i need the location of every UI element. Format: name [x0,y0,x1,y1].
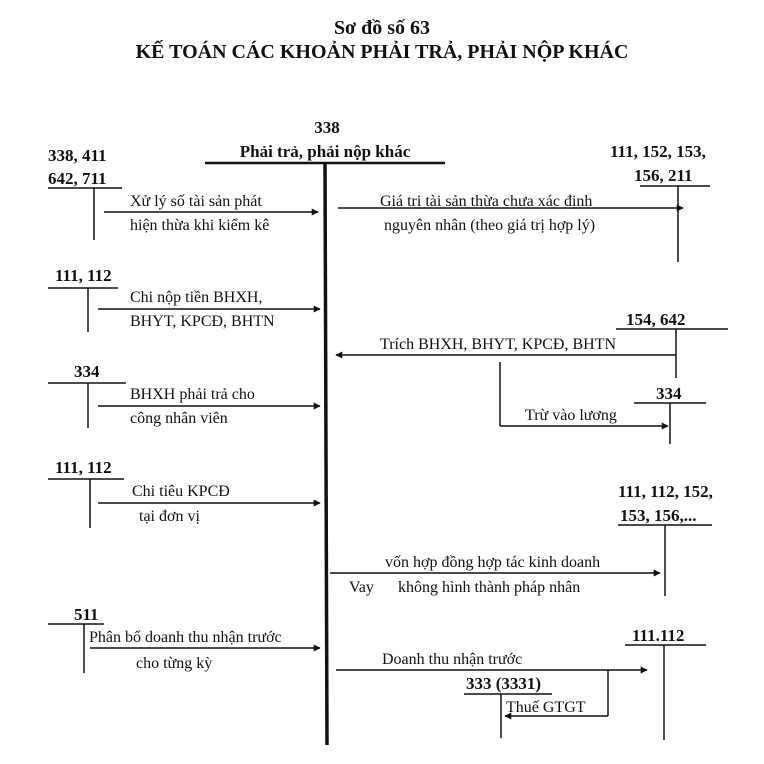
left-account-334: 334 [74,362,100,381]
label-phan-bo-doanh-thu-1: Phân bổ doanh thu nhận trước [89,629,282,646]
t-account-338-stem [323,162,329,746]
label-xu-ly-tai-san-1: Xử lý số tài sản phát [130,193,262,210]
label-trich-bhxh: Trích BHXH, BHYT, KPCĐ, BHTN [380,336,617,353]
label-chi-nop-bhxh-2: BHYT, KPCĐ, BHTN [130,313,275,330]
label-xu-ly-tai-san-2: hiện thừa khi kiểm kê [130,217,270,234]
label-bhxh-phai-tra-1: BHXH phải trả cho [130,386,255,403]
label-thue-gtgt: Thuế GTGT [506,699,586,716]
right-account-111-112-152: 111, 112, 152, [618,482,713,501]
right-account-333-3331: 333 (3331) [466,674,542,693]
label-von-hop-dong-1: vốn hợp đồng hợp tác kinh doanh [385,554,601,571]
label-chi-tieu-kpcd-2: tại đơn vị [139,508,200,525]
label-gia-tri-tai-san-thua-1: Giá trị tài sản thừa chưa xác định [380,193,593,210]
label-vay: Vay [349,579,374,596]
left-account-111-112-b: 111, 112 [55,458,112,477]
label-bhxh-phai-tra-2: công nhân viên [130,410,228,427]
diagram-title: KẾ TOÁN CÁC KHOẢN PHẢI TRẢ, PHẢI NỘP KHÁ… [135,41,629,63]
main-account-name: Phải trả, phải nộp khác [239,142,411,161]
left-account-642-711: 642, 711 [48,169,107,188]
label-doanh-thu-nhan-truoc: Doanh thu nhận trước [382,651,523,668]
label-chi-nop-bhxh-1: Chi nộp tiền BHXH, [130,289,263,306]
right-account-111-152-153: 111, 152, 153, [610,142,706,161]
right-account-156-211: 156, 211 [634,166,693,185]
label-phan-bo-doanh-thu-2: cho từng kỳ [136,655,213,672]
left-account-338-411: 338, 411 [48,146,107,165]
right-account-154-642: 154, 642 [626,310,686,329]
label-gia-tri-tai-san-thua-2: nguyên nhân (theo giá trị hợp lý) [384,217,596,234]
right-account-334: 334 [656,384,682,403]
right-account-111-112-c: 111.112 [632,626,685,645]
left-account-511: 511 [74,605,99,624]
label-von-hop-dong-2: không hình thành pháp nhân [398,579,581,596]
right-account-153-156: 153, 156,... [620,506,697,525]
main-account-code: 338 [314,118,340,137]
diagram-subtitle: Sơ đồ số 63 [333,17,431,39]
label-chi-tieu-kpcd-1: Chi tiêu KPCĐ [132,483,230,500]
label-tru-vao-luong: Trừ vào lương [525,407,617,424]
left-account-111-112-a: 111, 112 [55,266,112,285]
